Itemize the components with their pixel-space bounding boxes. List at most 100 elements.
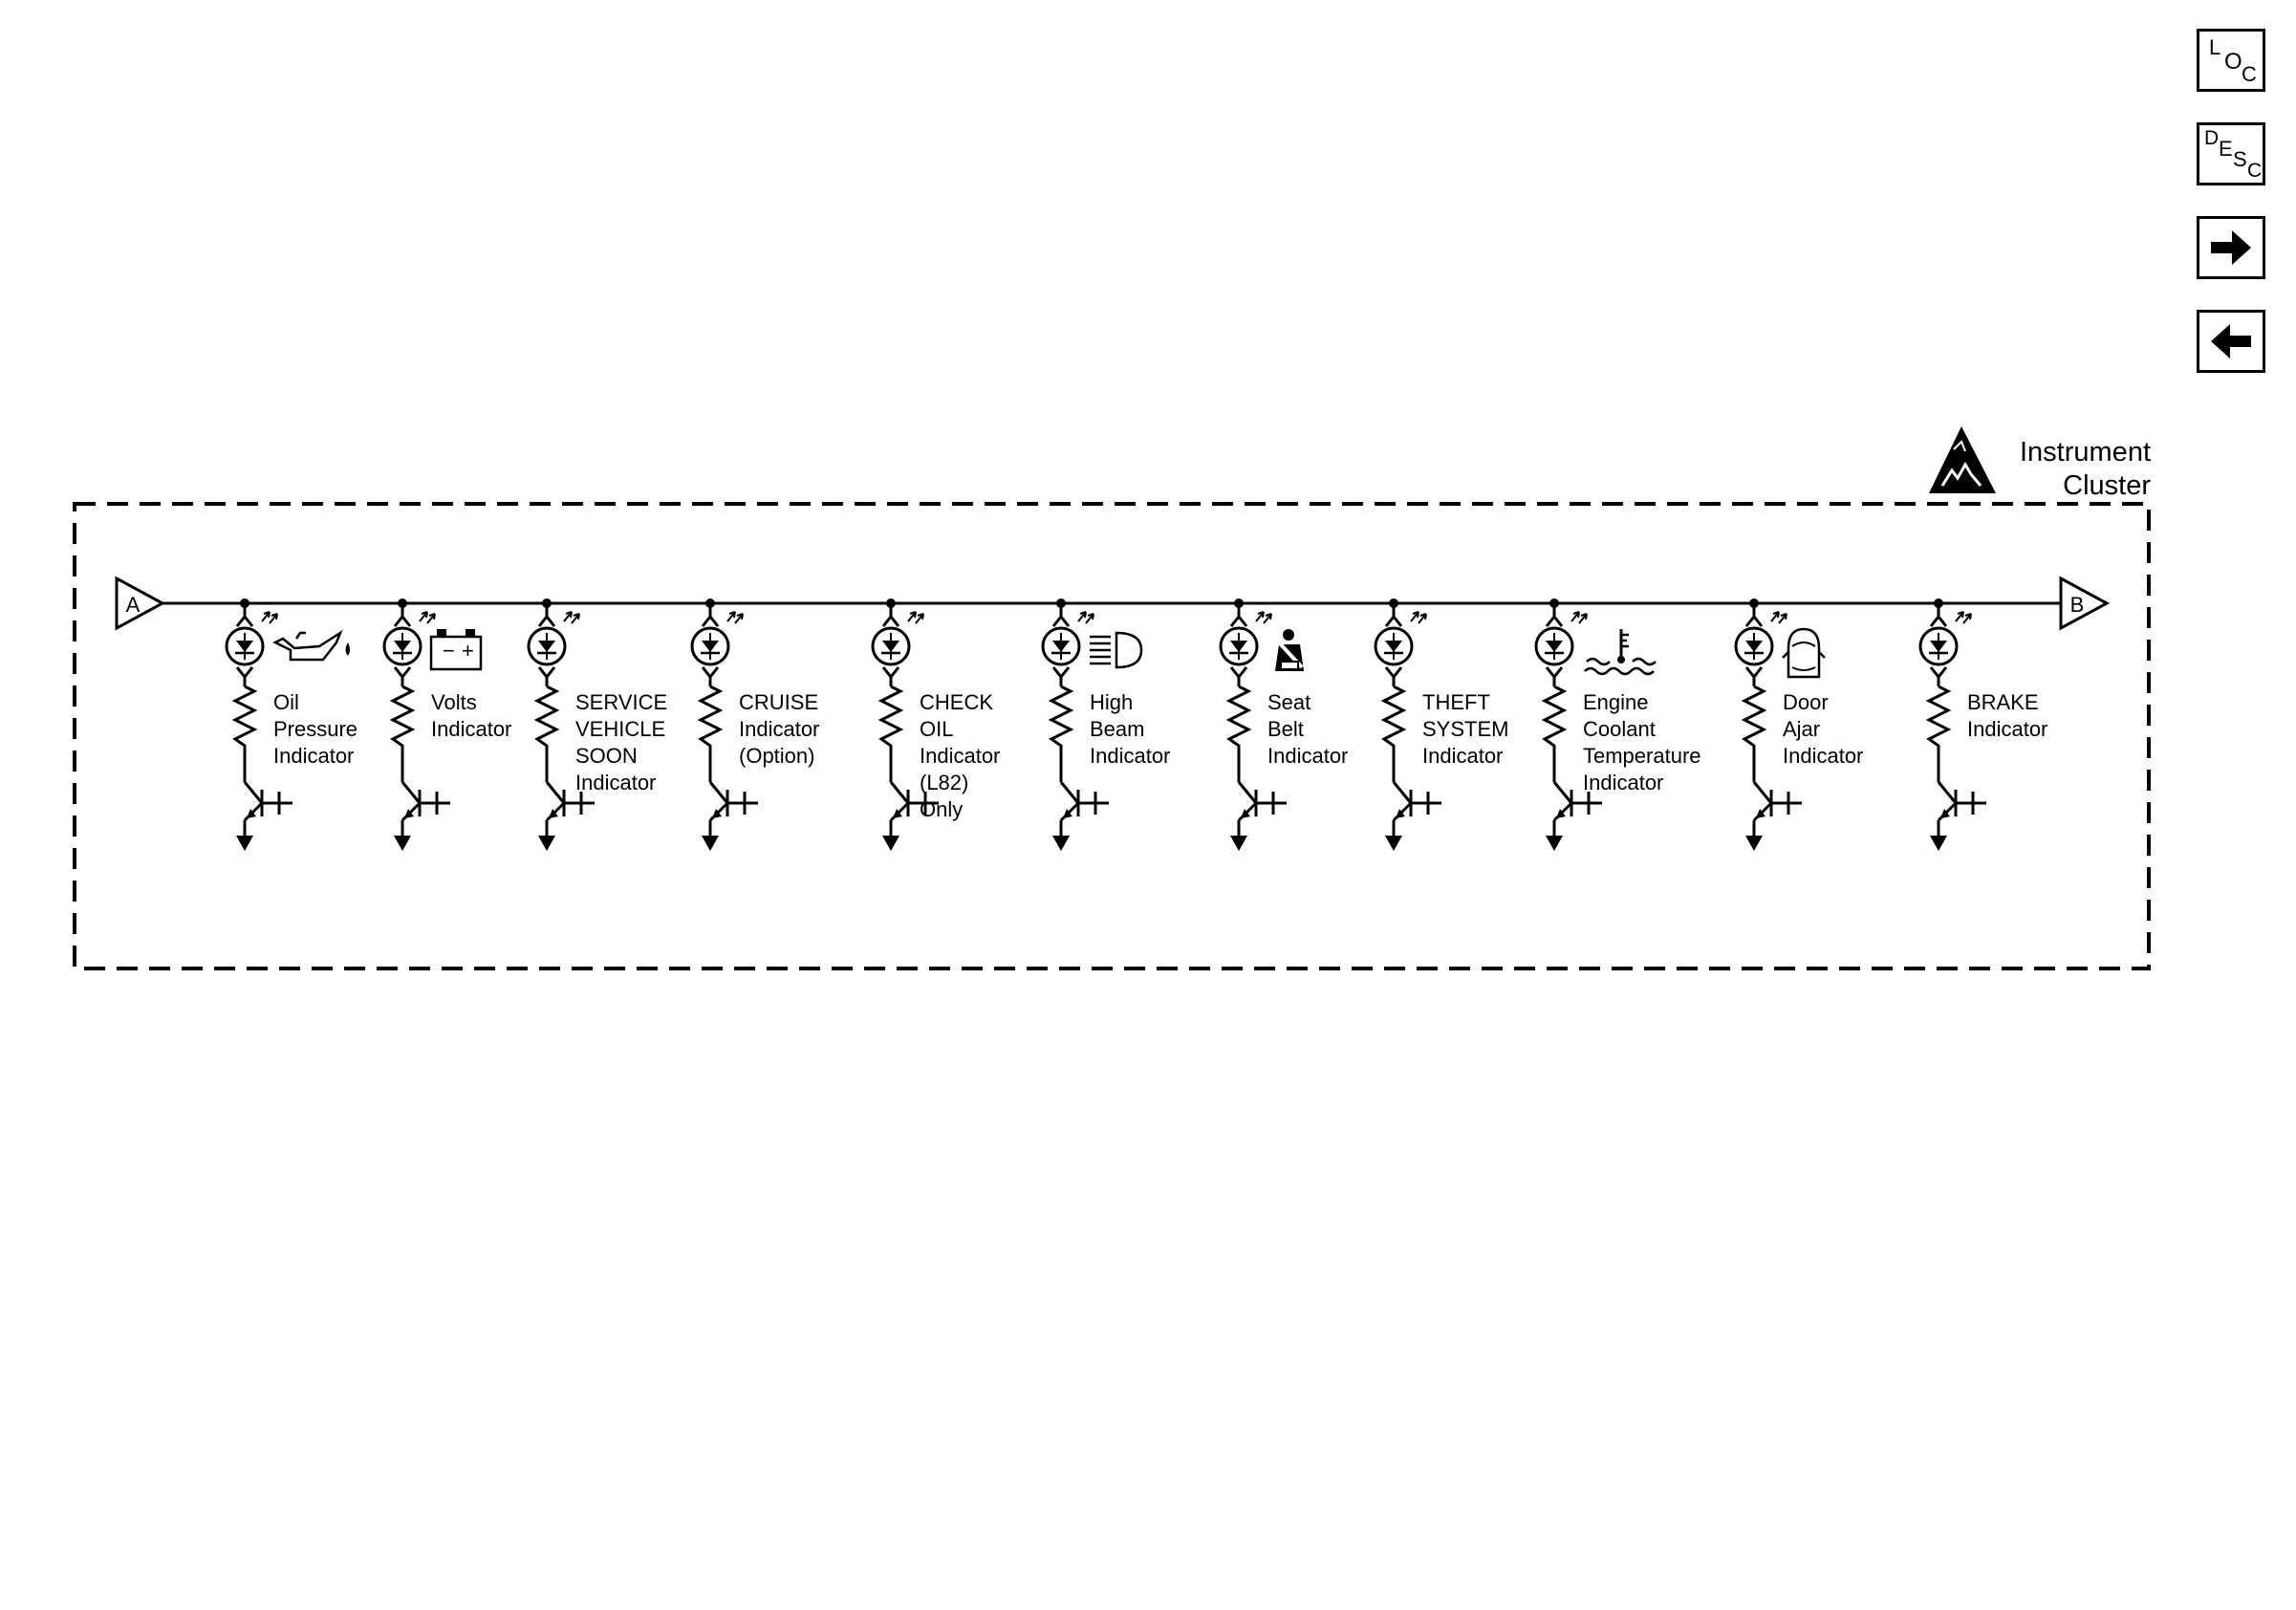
indicator-label-line: Volts bbox=[431, 690, 477, 714]
led-triangle bbox=[1930, 641, 1947, 652]
resistor-symbol bbox=[1225, 685, 1252, 782]
indicator-label-line: Beam bbox=[1090, 717, 1144, 741]
emitter-arrow bbox=[1063, 809, 1072, 818]
description-button-d: D bbox=[2204, 127, 2220, 149]
indicator-label-line: Indicator bbox=[920, 744, 1000, 768]
connector-fork bbox=[701, 603, 720, 627]
module-title-line1: Instrument bbox=[2020, 437, 2151, 468]
indicator-label-line: Indicator bbox=[575, 771, 656, 794]
light-emission-icon bbox=[907, 611, 924, 624]
transistor-collector bbox=[708, 781, 729, 804]
led-triangle bbox=[1052, 641, 1070, 652]
light-emission-icon bbox=[1955, 611, 1972, 624]
indicator-label-line: Indicator bbox=[431, 717, 511, 741]
light-emission-icon bbox=[1770, 611, 1787, 624]
description-button[interactable]: D E S C bbox=[2197, 122, 2265, 185]
led-indicator-icon bbox=[527, 626, 567, 666]
indicator-label-line: CHECK bbox=[920, 690, 993, 714]
led-fork bbox=[537, 666, 556, 686]
indicator-label-line: (L82) bbox=[920, 771, 968, 794]
description-button-s: S bbox=[2233, 147, 2247, 171]
light-emission-icon bbox=[1570, 611, 1588, 624]
light-emission-icon bbox=[419, 611, 436, 624]
transistor-collector bbox=[1059, 781, 1080, 804]
resistor-symbol bbox=[1925, 685, 1952, 782]
description-button-e: E bbox=[2219, 137, 2233, 161]
light-emission-icon bbox=[261, 611, 278, 624]
indicator-circuits: OilPressureIndicator−+VoltsIndicatorSERV… bbox=[225, 598, 2047, 851]
indicator-label-line: Belt bbox=[1267, 717, 1304, 741]
led-indicator-icon bbox=[690, 626, 730, 666]
resistor-symbol bbox=[697, 685, 724, 782]
connector-a: A bbox=[115, 576, 166, 631]
indicator-label-line: SYSTEM bbox=[1422, 717, 1508, 741]
led-indicator-icon bbox=[1734, 626, 1774, 666]
door-ajar-car-icon bbox=[1782, 627, 1826, 679]
indicator-label-line: Oil bbox=[273, 690, 299, 714]
emitter-arrow bbox=[1396, 809, 1405, 818]
led-indicator-icon bbox=[1374, 626, 1414, 666]
ground-arrow-icon bbox=[1052, 836, 1070, 851]
led-fork bbox=[1744, 666, 1764, 686]
emitter-arrow bbox=[1756, 809, 1765, 818]
transistor-collector bbox=[1937, 781, 1958, 804]
light-emission-icon bbox=[1077, 611, 1094, 624]
indicator-label-line: VEHICLE bbox=[575, 717, 665, 741]
led-triangle bbox=[882, 641, 899, 652]
led-fork bbox=[1545, 666, 1564, 686]
led-fork bbox=[1229, 666, 1248, 686]
connector-b: B bbox=[2059, 576, 2111, 631]
led-triangle bbox=[538, 641, 555, 652]
oil-can-icon bbox=[272, 629, 350, 662]
emitter-arrow bbox=[247, 809, 256, 818]
location-button-l: L bbox=[2209, 35, 2221, 59]
transistor-collector bbox=[889, 781, 910, 804]
light-emission-icon bbox=[563, 611, 580, 624]
transistor-collector bbox=[1237, 781, 1258, 804]
location-button[interactable]: L O C bbox=[2197, 29, 2265, 92]
led-fork bbox=[701, 666, 720, 686]
connector-fork bbox=[1929, 603, 1948, 627]
ground-arrow-icon bbox=[702, 836, 719, 851]
connector-b-label: B bbox=[2070, 593, 2085, 617]
description-button-c: C bbox=[2247, 160, 2263, 182]
led-indicator-icon bbox=[1534, 626, 1574, 666]
light-emission-icon bbox=[726, 611, 744, 624]
battery-icon: −+ bbox=[429, 629, 483, 671]
headlamp-icon bbox=[1090, 631, 1143, 669]
indicator-label-line: BRAKE bbox=[1967, 690, 2039, 714]
coolant-temp-icon bbox=[1584, 629, 1657, 676]
previous-page-button[interactable] bbox=[2197, 310, 2265, 373]
light-emission-icon bbox=[1255, 611, 1272, 624]
indicator-label-line: Indicator bbox=[273, 744, 354, 768]
indicator-label-line: Seat bbox=[1267, 690, 1310, 714]
indicator-label-line: SERVICE bbox=[575, 690, 667, 714]
indicator-label-line: Indicator bbox=[1783, 744, 1863, 768]
next-page-button[interactable] bbox=[2197, 216, 2265, 279]
resistor-symbol bbox=[1741, 685, 1767, 782]
connector-fork bbox=[1384, 603, 1403, 627]
module-boundary bbox=[73, 502, 2151, 970]
indicator-label-line: Indicator bbox=[1090, 744, 1170, 768]
location-button-o: O bbox=[2224, 49, 2242, 75]
led-triangle bbox=[702, 641, 719, 652]
transistor-collector bbox=[1752, 781, 1773, 804]
led-fork bbox=[235, 666, 254, 686]
indicator-label-line: CRUISE bbox=[739, 690, 818, 714]
indicator-label-line: Engine bbox=[1583, 690, 1649, 714]
led-triangle bbox=[394, 641, 411, 652]
indicator-label-line: Ajar bbox=[1783, 717, 1820, 741]
led-fork bbox=[1051, 666, 1071, 686]
indicator-label-line: Pressure bbox=[273, 717, 357, 741]
connector-fork bbox=[1051, 603, 1071, 627]
